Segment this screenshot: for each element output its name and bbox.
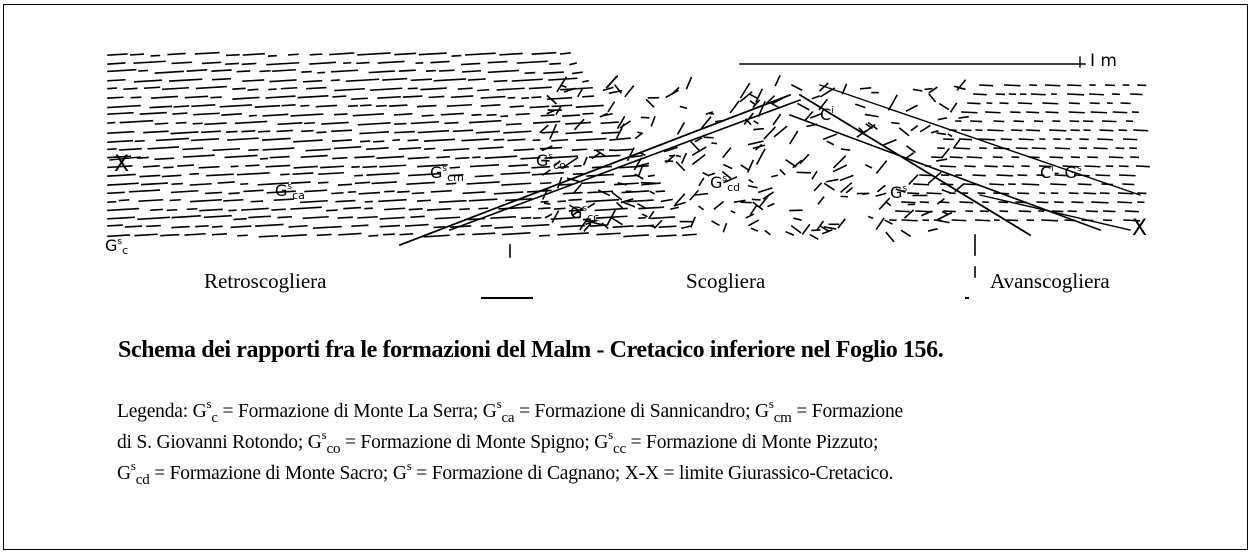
formation-label-gca: Gsca — [275, 181, 305, 202]
formation-label-gco: Gsco — [536, 151, 566, 172]
legend: Legenda: Gsc = Formazione di Monte La Se… — [117, 396, 1177, 489]
legend-line-1: Legenda: Gsc = Formazione di Monte La Se… — [117, 396, 903, 426]
line-label-im: I m — [1090, 51, 1117, 71]
zone-label-retroscogliera: Retroscogliera — [204, 269, 327, 293]
legend-line-2: di S. Giovanni Rotondo; Gsco = Formazion… — [117, 427, 879, 457]
formation-label-gcm: Gscm — [430, 163, 464, 184]
cross-section-hatching — [107, 51, 1150, 299]
figure-title: Schema dei rapporti fra le formazioni de… — [118, 337, 944, 363]
formation-label-gcc: Gscc — [570, 203, 600, 224]
formation-label-gcd: Gscd — [710, 173, 741, 194]
zone-label-scogliera: Scogliera — [686, 269, 766, 293]
zone-label-avanscogliera: Avanscogliera — [990, 269, 1110, 293]
formation-label-ci-gs: Ci- Gs — [1040, 163, 1082, 182]
x-label-right: X — [1132, 216, 1148, 241]
x-label-left: X — [114, 152, 130, 177]
formation-label-gs: Gs — [890, 183, 908, 202]
legend-line-3: Gscd = Formazione di Monte Sacro; Gs = F… — [117, 458, 894, 488]
formation-label-gc: Gsc — [105, 236, 129, 257]
formation-label-ci: Ci — [820, 105, 834, 124]
geologic-cross-section: I m X X Gsc Gsca Gscm Gsco Gscc Gscd Gs … — [100, 45, 1160, 315]
